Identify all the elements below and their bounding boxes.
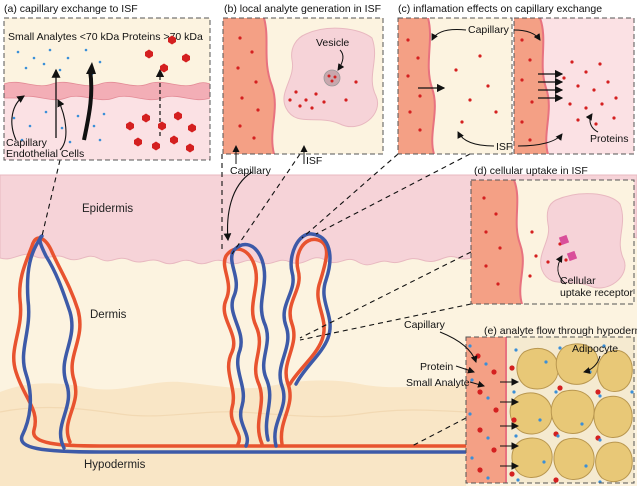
protein-label-e: Protein bbox=[420, 361, 453, 373]
capillary-label-c: Capillary bbox=[468, 24, 510, 36]
isf-label-b: ISF bbox=[306, 155, 322, 167]
panel-c-title: (c) inflamation effects on capillary exc… bbox=[398, 3, 602, 15]
hypodermis-layer bbox=[0, 380, 466, 486]
capillary-loop-3-artery bbox=[279, 237, 329, 446]
panel-d: (d) cellular uptake in ISF Cellular upta… bbox=[470, 165, 635, 305]
capillary-label-a: Capillary bbox=[6, 137, 48, 149]
panel-e: (e) analyte flow through hypodermis bbox=[404, 319, 637, 484]
protein-hexes-a bbox=[126, 35, 196, 153]
vesicle bbox=[323, 69, 341, 87]
proteins-label-a: Proteins >70 kDa bbox=[122, 31, 203, 43]
panel-d-title: (d) cellular uptake in ISF bbox=[474, 165, 588, 177]
capillary-label-b: Capillary bbox=[230, 165, 272, 177]
receptor-label-1: Cellular bbox=[560, 275, 596, 287]
capillary-loops bbox=[11, 232, 468, 454]
small-analytes-label: Small Analytes <70 kDa bbox=[8, 31, 119, 43]
epidermis-label: Epidermis bbox=[82, 203, 133, 215]
capillary-label-e: Capillary bbox=[404, 319, 446, 331]
isf-label-c: ISF bbox=[496, 141, 512, 153]
panel-a: (a) capillary exchange to ISF Small Anal… bbox=[3, 3, 211, 161]
receptor-label-2: uptake receptor bbox=[560, 287, 633, 299]
capillary-loop-1-artery bbox=[11, 236, 468, 448]
panel-a-title: (a) capillary exchange to ISF bbox=[4, 3, 138, 15]
panel-c: (c) inflamation effects on capillary exc… bbox=[397, 3, 635, 155]
endothelial-label: Endothelial Cells bbox=[6, 148, 84, 160]
panel-b-title: (b) local analyte generation in ISF bbox=[224, 3, 381, 15]
adipocyte-label: Adipocyte bbox=[572, 343, 618, 355]
capillary-loop-2-vein bbox=[230, 242, 272, 448]
proteins-label-c: Proteins bbox=[590, 133, 629, 145]
panel-b: (b) local analyte generation in ISF Vesi… bbox=[222, 3, 384, 242]
hypodermis-label: Hypodermis bbox=[84, 459, 146, 471]
connector-lines bbox=[41, 153, 472, 447]
small-dots-a bbox=[12, 48, 106, 144]
dermis-label: Dermis bbox=[90, 309, 127, 321]
small-analyte-label-e: Small Analyte bbox=[406, 377, 470, 389]
adipocytes bbox=[509, 343, 633, 482]
capillary-loop-1-vein bbox=[19, 234, 468, 454]
vesicle-label: Vesicle bbox=[316, 37, 349, 49]
capillary-loop-3-vein bbox=[273, 232, 332, 448]
capillary-loop-2-artery bbox=[222, 247, 264, 446]
panel-e-title: (e) analyte flow through hypodermis bbox=[484, 325, 637, 337]
uptake-receptor-icon bbox=[558, 234, 578, 262]
